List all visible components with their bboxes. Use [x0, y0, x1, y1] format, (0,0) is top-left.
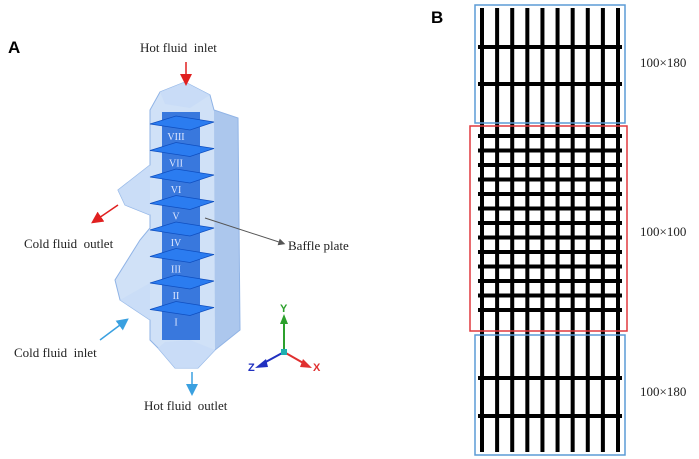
hot-fluid-outlet-label: Hot fluid outlet [144, 398, 228, 413]
baffle-plate [149, 221, 215, 237]
panel-b-letter: B [431, 8, 444, 27]
axis-triad: Y Z X [248, 303, 321, 374]
baffle-plate [149, 168, 215, 184]
baffle-plate [149, 274, 215, 290]
baffle-pointer-line [204, 217, 286, 246]
stage-numeral: VI [171, 185, 182, 196]
stage-numeral: III [171, 265, 181, 276]
axis-y-label: Y [280, 303, 288, 315]
region-top-label: 100×180 [640, 55, 687, 70]
cold-fluid-outlet-label: Cold fluid outlet [24, 236, 114, 251]
region-bottom-border [474, 334, 626, 456]
region-top-border [474, 4, 626, 124]
cold-fluid-inlet-label: Cold fluid inlet [14, 345, 97, 360]
baffle-plate [149, 301, 215, 316]
baffle-plate [149, 142, 215, 157]
stage-numeral: I [174, 318, 177, 329]
mesh-grid [478, 8, 622, 452]
stage-numeral: V [172, 212, 180, 223]
axis-x-label: X [313, 362, 321, 374]
cold-inlet-arrow [99, 318, 129, 341]
stage-numeral: VIII [167, 132, 184, 143]
baffle-plate [149, 195, 215, 210]
region-middle-border [469, 125, 628, 332]
baffle-plate [149, 248, 215, 263]
region-bottom-label: 100×180 [640, 384, 687, 399]
axis-z-label: Z [248, 362, 255, 374]
stage-numeral: IV [171, 238, 182, 249]
cold-outlet-arrow [91, 204, 119, 224]
baffle-plate-label: Baffle plate [288, 238, 349, 253]
stage-numeral: II [173, 291, 180, 302]
panel-a-letter: A [8, 38, 21, 57]
region-middle-label: 100×100 [640, 224, 687, 239]
baffle-plate [149, 115, 215, 131]
hot-fluid-inlet-label: Hot fluid inlet [140, 40, 217, 55]
stage-numeral: VII [169, 159, 183, 170]
